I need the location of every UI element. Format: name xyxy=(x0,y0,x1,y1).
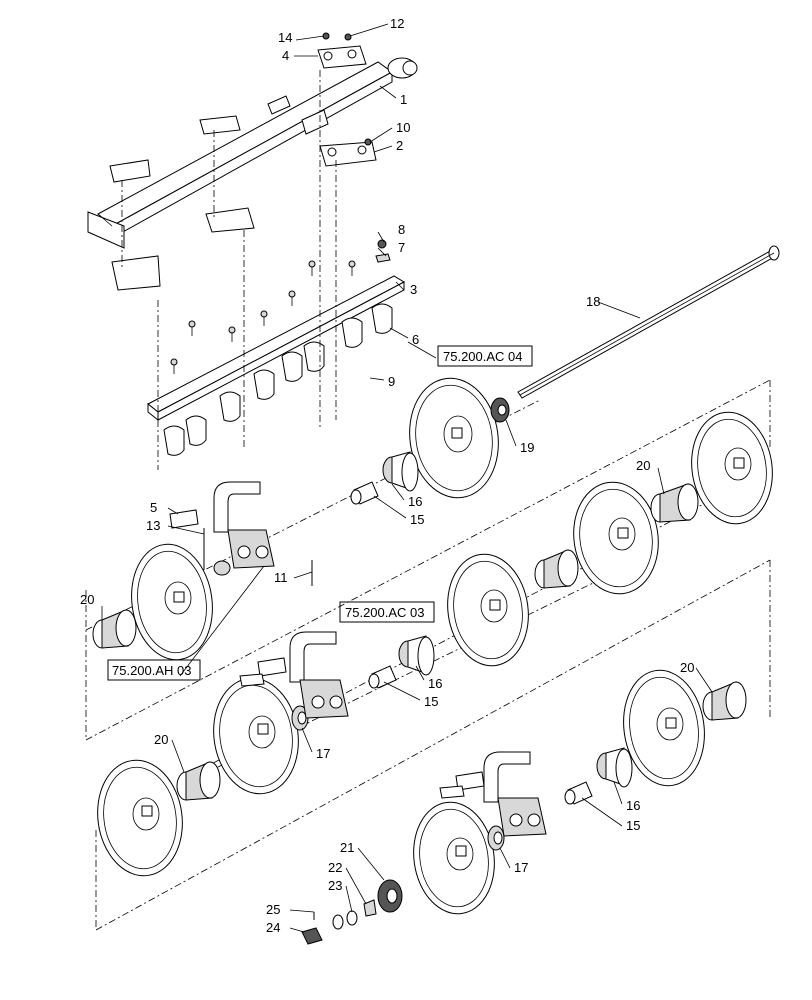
disc-blade xyxy=(413,801,495,915)
disc-blade xyxy=(97,759,183,877)
callout-14: 14 xyxy=(278,30,292,45)
callout-9: 9 xyxy=(388,374,395,389)
callout-11: 11 xyxy=(274,570,288,585)
clamps xyxy=(163,303,393,456)
clamp-bar xyxy=(147,275,406,422)
callout-17: 17 xyxy=(514,860,528,875)
disc-blade xyxy=(213,677,299,795)
reference-box-ac04: 75.200.AC 04 xyxy=(437,345,533,367)
reference-ah03-label: 75.200.AH 03 xyxy=(112,663,192,678)
callout-19: 19 xyxy=(520,440,534,455)
spacer-15 xyxy=(564,781,593,805)
spool-20 xyxy=(176,761,221,801)
callout-6: 6 xyxy=(412,332,419,347)
callout-20: 20 xyxy=(680,660,694,675)
mount-plate-2 xyxy=(319,138,377,167)
callout-20: 20 xyxy=(636,458,650,473)
callout-20: 20 xyxy=(80,592,94,607)
callout-16: 16 xyxy=(408,494,422,509)
leader-lines xyxy=(101,23,713,933)
mount-plate-4 xyxy=(317,32,367,69)
callout-7: 7 xyxy=(398,240,405,255)
spacer-15 xyxy=(368,665,397,689)
callouts: 14 4 12 1 10 2 8 7 3 6 9 18 19 16 15 5 1… xyxy=(80,16,694,935)
seal-17 xyxy=(291,705,309,731)
disc-blade xyxy=(623,669,705,787)
callout-16: 16 xyxy=(626,798,640,813)
hanger xyxy=(239,631,349,719)
spool-centre xyxy=(534,549,579,589)
callout-20: 20 xyxy=(154,732,168,747)
callout-18: 18 xyxy=(586,294,600,309)
spacer-15 xyxy=(350,481,379,505)
callout-16: 16 xyxy=(428,676,442,691)
callout-15: 15 xyxy=(626,818,640,833)
disc-blades xyxy=(97,377,773,915)
callout-8: 8 xyxy=(398,222,405,237)
disc-blade xyxy=(131,543,213,661)
callout-22: 22 xyxy=(328,860,342,875)
callout-4: 4 xyxy=(282,48,289,63)
frame-tube xyxy=(87,57,418,249)
callout-15: 15 xyxy=(424,694,438,709)
callout-10: 10 xyxy=(396,120,410,135)
callout-17: 17 xyxy=(316,746,330,761)
shaft xyxy=(517,245,780,399)
disc-blade xyxy=(447,553,529,667)
callout-23: 23 xyxy=(328,878,342,893)
seal-17 xyxy=(487,825,505,851)
reference-boxes: 75.200.AC 04 75.200.AC 03 75.200.AH 03 xyxy=(107,341,533,681)
bearing-16 xyxy=(382,451,419,492)
end-hardware xyxy=(301,879,403,945)
spool-20 xyxy=(702,681,747,721)
spools xyxy=(92,397,747,851)
mount-plate-ghost xyxy=(109,115,255,291)
hanger xyxy=(439,751,547,837)
reference-ac04-label: 75.200.AC 04 xyxy=(443,349,523,364)
spool-20 xyxy=(650,483,699,523)
hanger xyxy=(169,481,313,586)
spool-20 xyxy=(92,609,137,649)
reference-box-ah03: 75.200.AH 03 xyxy=(107,659,201,681)
callout-21: 21 xyxy=(340,840,354,855)
clamp-bolts xyxy=(170,239,391,374)
callout-2: 2 xyxy=(396,138,403,153)
callout-5: 5 xyxy=(150,500,157,515)
callout-12: 12 xyxy=(390,16,404,31)
hanger-assemblies xyxy=(169,481,547,837)
callout-13: 13 xyxy=(146,518,160,533)
reference-box-ac03: 75.200.AC 03 xyxy=(339,601,435,623)
callout-25: 25 xyxy=(266,902,280,917)
callout-15: 15 xyxy=(410,512,424,527)
bearing-16 xyxy=(596,747,633,788)
reference-ac03-label: 75.200.AC 03 xyxy=(345,605,425,620)
callout-24: 24 xyxy=(266,920,280,935)
disc-blade xyxy=(573,481,659,595)
disc-blade xyxy=(409,377,499,499)
washer-19 xyxy=(490,397,510,423)
disc-blade xyxy=(691,411,773,525)
callout-3: 3 xyxy=(410,282,417,297)
bearing-16 xyxy=(398,635,435,676)
callout-1: 1 xyxy=(400,92,407,107)
